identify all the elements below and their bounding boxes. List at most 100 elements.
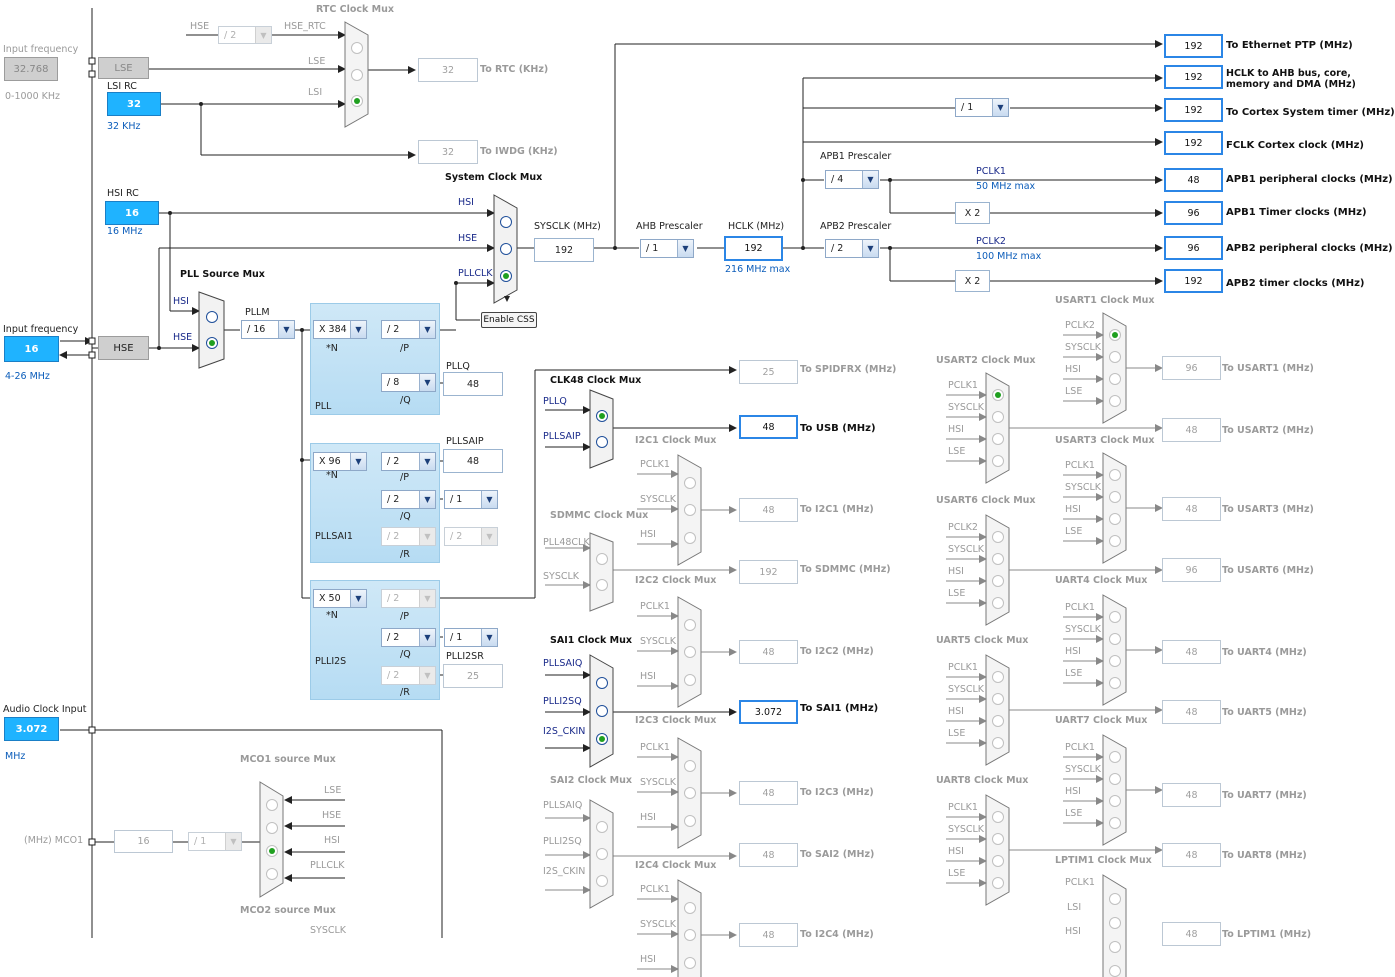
pllsai1-r-postdivider-select[interactable]: / 2▼: [444, 527, 498, 546]
rtc-clock-mux-option-2[interactable]: [350, 68, 363, 81]
mco1-source-mux-option-1[interactable]: [265, 799, 278, 811]
uart8-clock-mux-option-4[interactable]: [991, 877, 1004, 889]
i2c1-clock-mux-option-2[interactable]: [683, 504, 696, 516]
mco1-divider-select[interactable]: / 1▼: [188, 832, 242, 851]
mco1-source-mux-option-4[interactable]: [265, 868, 278, 880]
clk48-clock-mux-option-2[interactable]: [595, 436, 608, 448]
hclk-value[interactable]: 192: [724, 236, 783, 261]
uart4-clock-mux-option-1[interactable]: [1108, 611, 1121, 623]
usart3-clock-mux-option-2[interactable]: [1108, 491, 1121, 503]
cortex-timer-divider-select[interactable]: / 1▼: [955, 98, 1009, 117]
hse-frequency-input[interactable]: 16: [4, 336, 59, 362]
plli2s-q-postdivider-select[interactable]: / 1▼: [444, 628, 498, 647]
pllm-divider-select[interactable]: / 16▼: [241, 320, 295, 339]
uart4-clock-mux-option-3[interactable]: [1108, 655, 1121, 667]
i2c1-clock-mux-option-3[interactable]: [683, 531, 696, 544]
i2c3-clock-mux-option-3[interactable]: [683, 814, 696, 827]
usart1-clock-mux-option-4[interactable]: [1108, 395, 1121, 407]
uart7-clock-mux-option-2[interactable]: [1108, 773, 1121, 785]
hsi-rc-block[interactable]: 16: [105, 201, 159, 225]
uart7-clock-mux-option-1[interactable]: [1108, 751, 1121, 763]
system-clock-mux-option-3[interactable]: [499, 270, 512, 282]
plli2s-n-multiplier-select[interactable]: X 50▼: [313, 589, 367, 608]
pllsai1-q-postdivider-select[interactable]: / 1▼: [444, 490, 498, 509]
usart1-clock-mux-option-3[interactable]: [1108, 373, 1121, 385]
sai1-clock-mux-option-3[interactable]: [595, 733, 608, 745]
hclk-ahb-clock-value[interactable]: 192: [1164, 65, 1223, 89]
system-clock-mux-option-2[interactable]: [499, 243, 512, 255]
apb2-prescaler-select[interactable]: / 2▼: [825, 239, 879, 258]
usart2-clock-mux-option-2[interactable]: [991, 411, 1004, 423]
sai2-clock-mux-option-3[interactable]: [595, 875, 608, 887]
pllsaip-value[interactable]: 48: [443, 449, 503, 473]
sdmmc-clock-mux-option-2[interactable]: [595, 579, 608, 591]
apb2-peripheral-clock-value[interactable]: 96: [1164, 236, 1223, 260]
mco1-source-mux-option-3[interactable]: [265, 845, 278, 857]
uart5-clock-mux-option-1[interactable]: [991, 671, 1004, 683]
pll-source-mux-option-1[interactable]: [205, 311, 218, 324]
uart7-clock-mux-option-3[interactable]: [1108, 795, 1121, 807]
pllq-value[interactable]: 48: [443, 372, 503, 396]
sdmmc-clock-mux-option-1[interactable]: [595, 553, 608, 565]
pll-n-multiplier-select[interactable]: X 384▼: [313, 320, 367, 339]
enable-css-button[interactable]: Enable CSS: [481, 312, 537, 328]
sysclk-value[interactable]: 192: [534, 238, 594, 262]
usart6-clock-mux-option-3[interactable]: [991, 575, 1004, 587]
apb2-timer-clock-value[interactable]: 192: [1164, 269, 1223, 293]
sai1-clock-mux-option-1[interactable]: [595, 677, 608, 689]
lsi-rc-block[interactable]: 32: [107, 92, 161, 116]
lse-frequency-input[interactable]: 32.768: [4, 57, 58, 81]
i2c4-clock-mux-option-1[interactable]: [683, 901, 696, 914]
hse-oscillator-block[interactable]: HSE: [98, 336, 149, 360]
i2c4-clock-mux-option-2[interactable]: [683, 929, 696, 941]
audio-clock-input[interactable]: 3.072: [4, 717, 59, 741]
fclk-cortex-clock-value[interactable]: 192: [1164, 131, 1223, 155]
uart5-clock-mux-option-2[interactable]: [991, 693, 1004, 705]
pllsai1-n-multiplier-select[interactable]: X 96▼: [313, 452, 367, 471]
rtc-clock-mux-option-3[interactable]: [350, 94, 363, 107]
i2c3-clock-mux-option-1[interactable]: [683, 759, 696, 772]
usart1-clock-mux-option-1[interactable]: [1108, 329, 1121, 341]
rtc-clock-mux-option-1[interactable]: [350, 42, 363, 55]
sai2-clock-mux-option-2[interactable]: [595, 848, 608, 860]
uart4-clock-mux-option-2[interactable]: [1108, 633, 1121, 645]
pllsai1-q-divider-select[interactable]: / 2▼: [381, 490, 436, 509]
i2c2-clock-mux-option-2[interactable]: [683, 646, 696, 658]
sai1-clock-value[interactable]: 3.072: [739, 700, 798, 724]
plli2s-p-divider-select[interactable]: / 2▼: [381, 589, 436, 608]
lptim1-clock-mux-option-1[interactable]: [1108, 893, 1121, 905]
uart8-clock-mux-option-2[interactable]: [991, 833, 1004, 845]
uart5-clock-mux-option-3[interactable]: [991, 715, 1004, 727]
i2c2-clock-mux-option-1[interactable]: [683, 618, 696, 631]
cortex-system-timer-value[interactable]: 192: [1164, 98, 1223, 122]
uart7-clock-mux-option-4[interactable]: [1108, 817, 1121, 829]
system-clock-mux-option-1[interactable]: [499, 216, 512, 228]
usart2-clock-mux-option-1[interactable]: [991, 389, 1004, 401]
usart6-clock-mux-option-4[interactable]: [991, 597, 1004, 609]
apb1-timer-clock-value[interactable]: 96: [1164, 201, 1223, 225]
usb-clock-value[interactable]: 48: [739, 415, 798, 439]
usart3-clock-mux-option-1[interactable]: [1108, 469, 1121, 481]
plli2s-q-divider-select[interactable]: / 2▼: [381, 628, 436, 647]
usart2-clock-mux-option-4[interactable]: [991, 455, 1004, 467]
i2c2-clock-mux-option-3[interactable]: [683, 673, 696, 686]
pllsai1-p-divider-select[interactable]: / 2▼: [381, 452, 436, 471]
usart6-clock-mux-option-1[interactable]: [991, 531, 1004, 543]
i2c1-clock-mux-option-1[interactable]: [683, 476, 696, 489]
lptim1-clock-mux-option-2[interactable]: [1108, 917, 1121, 929]
lptim1-clock-mux-option-3[interactable]: [1108, 941, 1121, 953]
plli2s-r-divider-select[interactable]: / 2▼: [381, 666, 436, 685]
uart5-clock-mux-option-4[interactable]: [991, 737, 1004, 749]
i2c3-clock-mux-option-2[interactable]: [683, 787, 696, 799]
ethernet-ptp-clock-value[interactable]: 192: [1164, 34, 1223, 58]
apb1-peripheral-clock-value[interactable]: 48: [1164, 168, 1223, 192]
usart3-clock-mux-option-3[interactable]: [1108, 513, 1121, 525]
uart8-clock-mux-option-3[interactable]: [991, 855, 1004, 867]
pll-source-mux-option-2[interactable]: [205, 336, 218, 349]
pll-q-divider-select[interactable]: / 8▼: [381, 373, 436, 392]
usart1-clock-mux-option-2[interactable]: [1108, 351, 1121, 363]
uart8-clock-mux-option-1[interactable]: [991, 811, 1004, 823]
ahb-prescaler-select[interactable]: / 1▼: [640, 239, 694, 258]
mco1-source-mux-option-2[interactable]: [265, 822, 278, 834]
uart4-clock-mux-option-4[interactable]: [1108, 677, 1121, 689]
